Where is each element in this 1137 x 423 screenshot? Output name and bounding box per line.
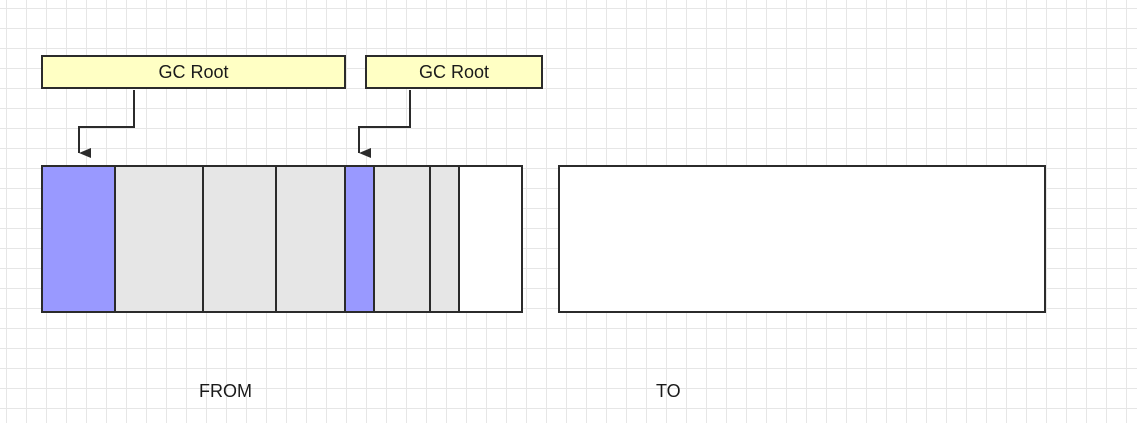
from-cell-garbage xyxy=(114,165,204,313)
from-cell-reachable xyxy=(41,165,116,313)
from-cell-garbage xyxy=(202,165,277,313)
from-cell-garbage xyxy=(373,165,431,313)
from-cell-free xyxy=(458,165,523,313)
to-space xyxy=(558,165,1046,313)
gc-root-label-2: GC Root xyxy=(418,61,490,82)
from-space-label: FROM xyxy=(199,381,252,401)
gc-root-label-1: GC Root xyxy=(158,61,229,82)
from-cell-garbage xyxy=(429,165,460,313)
from-cell-reachable xyxy=(344,165,375,313)
from-cell-garbage xyxy=(275,165,346,313)
gc-root-box-1: GC Root xyxy=(41,55,346,89)
gc-root-box-2: GC Root xyxy=(365,55,543,89)
root-arrow-1 xyxy=(78,90,135,158)
to-space-label: TO xyxy=(656,381,681,401)
from-space xyxy=(41,165,523,313)
root-arrow-2 xyxy=(358,90,411,158)
